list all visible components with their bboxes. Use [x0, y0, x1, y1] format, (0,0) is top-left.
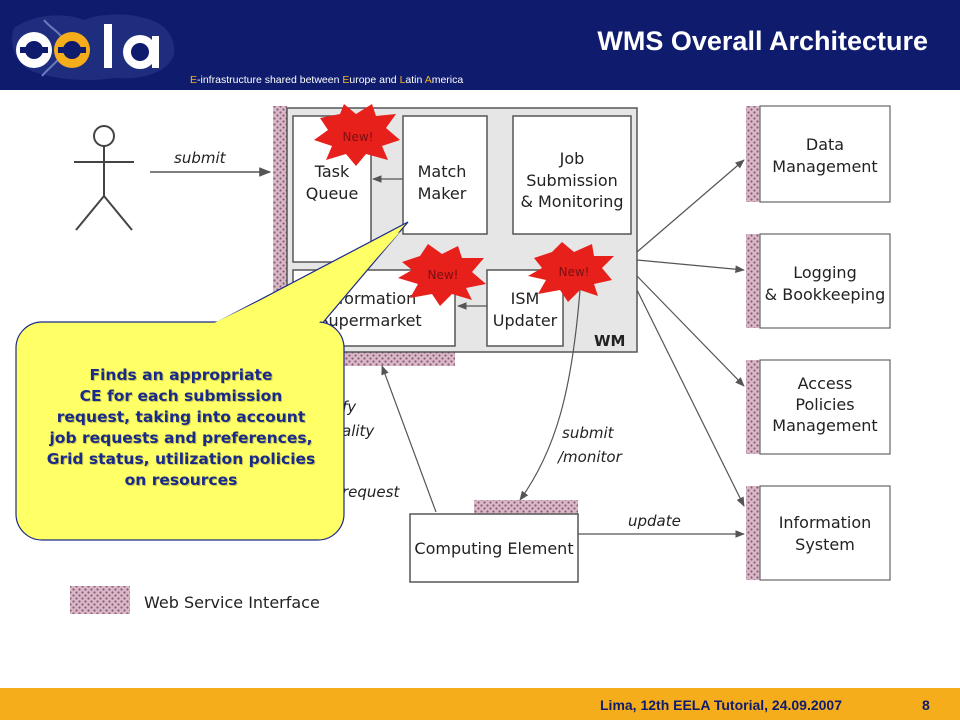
submit-edge-label: submit	[174, 149, 227, 167]
info-supermarket-label-2: Supermarket	[318, 311, 421, 330]
match-maker-label-1: Match	[418, 162, 467, 181]
submit-monitor-edge	[519, 289, 581, 501]
job-submission-label-3: & Monitoring	[520, 192, 623, 211]
update-edge-label: update	[628, 512, 681, 530]
svg-text:Logging: Logging	[793, 263, 856, 282]
svg-text:Information: Information	[779, 513, 872, 532]
svg-text:System: System	[795, 535, 855, 554]
job-submission-box	[512, 115, 632, 235]
computing-element-ws-band	[474, 500, 578, 514]
callout-bubble	[15, 321, 345, 541]
submit-monitor-label-1: submit	[562, 424, 615, 442]
task-queue-label-2: Queue	[306, 184, 359, 203]
callout-line-1: Finds an appropriate	[89, 366, 273, 384]
access-policies-node: Access Policies Management	[746, 359, 891, 455]
user-actor-icon	[74, 125, 134, 231]
legend-label: Web Service Interface	[144, 593, 320, 612]
svg-text:New!: New!	[343, 130, 374, 144]
footer-text: Lima, 12th EELA Tutorial, 24.09.2007	[600, 697, 842, 713]
ism-updater-label-1: ISM	[511, 289, 540, 308]
callout-line-4: job requests and preferences,	[49, 429, 313, 447]
svg-text:New!: New!	[559, 265, 590, 279]
request-edge	[381, 365, 437, 513]
eela-logo	[12, 14, 175, 80]
footer-bar	[0, 688, 960, 720]
wm-label: WM	[594, 332, 625, 350]
computing-element-label: Computing Element	[414, 539, 573, 558]
svg-text:Access: Access	[798, 374, 853, 393]
logging-bookkeeping-node: Logging & Bookkeeping	[746, 233, 891, 329]
job-submission-label-1: Job	[559, 149, 585, 168]
edge-to-data-management	[636, 159, 745, 253]
task-queue-label-1: Task	[314, 162, 350, 181]
information-system-node: Information System	[746, 485, 891, 581]
svg-text:Management: Management	[772, 157, 877, 176]
data-management-node: Data Management	[746, 105, 891, 203]
ism-updater-label-2: Updater	[493, 311, 558, 330]
slide-title: WMS Overall Architecture	[597, 26, 928, 56]
computing-element-box	[409, 513, 579, 583]
new-badge-3: New!	[528, 242, 614, 302]
edge-to-information-system	[636, 289, 745, 507]
legend-ws-swatch	[70, 586, 130, 614]
edge-to-access-policies	[636, 275, 745, 387]
job-submission-label-2: Submission	[526, 171, 618, 190]
page-number: 8	[922, 697, 930, 713]
callout-line-6: on resources	[124, 471, 238, 489]
svg-text:Policies: Policies	[795, 395, 854, 414]
callout-line-2: CE for each submission	[79, 387, 283, 405]
wms-architecture-diagram: submit WM Task Queue Match Maker Job Sub…	[15, 104, 891, 614]
callout-text: Finds an appropriate CE for each submiss…	[22, 365, 340, 491]
new-badge-2: New!	[398, 244, 486, 306]
tagline: E-infrastructure shared between Europe a…	[190, 74, 464, 86]
edge-to-logging	[636, 259, 745, 274]
match-maker-box	[402, 115, 488, 235]
request-edge-label: request	[342, 483, 400, 501]
svg-text:Data: Data	[806, 135, 844, 154]
new-badge-1: New!	[314, 104, 400, 166]
partial-label-2: ality	[342, 422, 375, 440]
match-maker-label-2: Maker	[418, 184, 467, 203]
svg-text:New!: New!	[428, 268, 459, 282]
callout-line-3: request, taking into account	[56, 408, 306, 426]
partial-label-1: fy	[342, 398, 357, 416]
callout-line-5: Grid status, utilization policies	[46, 450, 316, 468]
svg-text:& Bookkeeping: & Bookkeeping	[765, 285, 886, 304]
submit-monitor-label-2: /monitor	[556, 448, 623, 466]
svg-text:Management: Management	[772, 416, 877, 435]
